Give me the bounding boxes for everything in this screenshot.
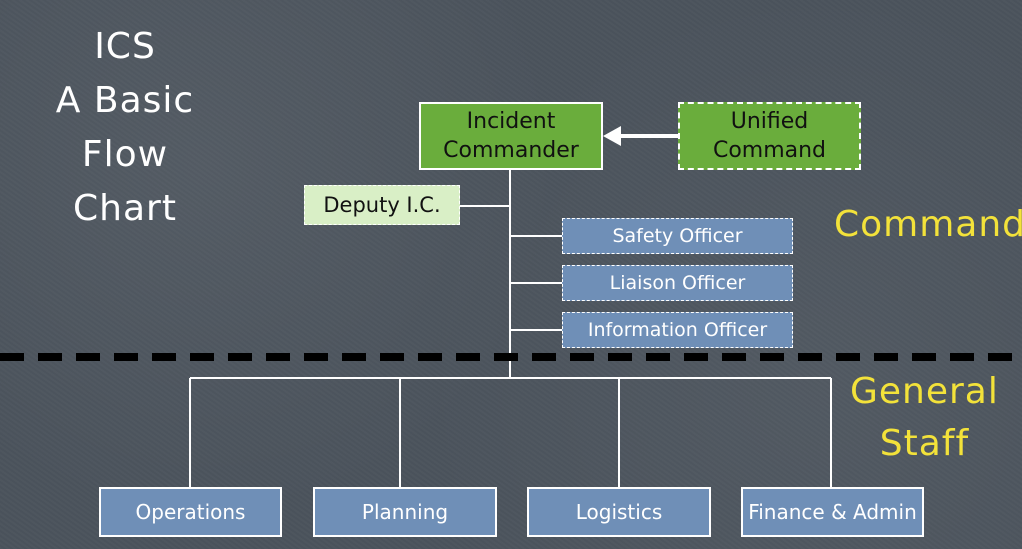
planning-box[interactable]: Planning	[313, 487, 497, 537]
deputy-ic-box[interactable]: Deputy I.C.	[304, 185, 460, 225]
liaison-officer-box[interactable]: Liaison Officer	[562, 265, 793, 301]
general-staff-label-line: Staff	[879, 423, 970, 464]
incident-commander-label: Commander	[443, 138, 579, 163]
title-line: ICS	[94, 26, 156, 67]
logistics-box[interactable]: Logistics	[527, 487, 711, 537]
information-officer-box[interactable]: Information Officer	[562, 312, 793, 348]
operations-box[interactable]: Operations	[99, 487, 282, 537]
safety-officer-box[interactable]: Safety Officer	[562, 218, 793, 254]
slide-title: ICS A Basic Flow Chart	[40, 20, 210, 236]
general-staff-section-label: General Staff	[850, 366, 999, 470]
unified-command-label: Command	[712, 138, 827, 163]
unified-command-label: Unified	[730, 109, 809, 134]
finance-admin-box[interactable]: Finance & Admin	[741, 487, 924, 537]
incident-commander-box[interactable]: Incident Commander	[419, 102, 603, 170]
unified-arrow-head	[603, 126, 621, 146]
title-line: Chart	[73, 188, 177, 229]
command-section-label: Command	[834, 204, 1022, 245]
unified-command-box[interactable]: Unified Command	[678, 102, 861, 170]
title-line: Flow	[81, 134, 169, 175]
title-line: A Basic	[55, 80, 195, 121]
incident-commander-label: Incident	[466, 109, 556, 134]
general-staff-label-line: General	[850, 371, 999, 412]
